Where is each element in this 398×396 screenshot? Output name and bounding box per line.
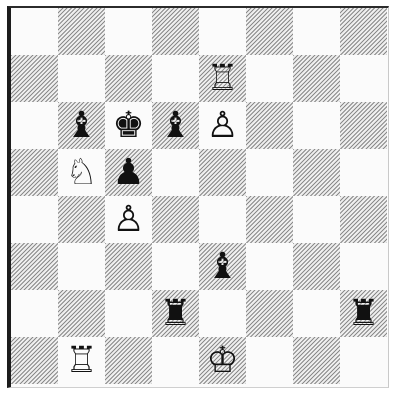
board-square[interactable] (152, 337, 199, 384)
board-square[interactable] (293, 149, 340, 196)
board-square[interactable] (246, 55, 293, 102)
board-square[interactable] (340, 102, 387, 149)
chess-board: ♖♝♚♝♙♘♟♙♝♜♜♖♔ (7, 6, 389, 388)
white-knight-icon[interactable]: ♘ (58, 149, 105, 196)
board-square[interactable] (199, 149, 246, 196)
board-square[interactable] (105, 55, 152, 102)
board-square[interactable]: ♙ (105, 196, 152, 243)
board-square[interactable]: ♟ (105, 149, 152, 196)
board-square[interactable] (105, 8, 152, 55)
board-square[interactable] (293, 102, 340, 149)
board-square[interactable] (11, 290, 58, 337)
board-square[interactable] (293, 55, 340, 102)
board-square[interactable] (11, 55, 58, 102)
board-square[interactable] (11, 149, 58, 196)
board-square[interactable] (293, 243, 340, 290)
board-square[interactable]: ♙ (199, 102, 246, 149)
board-square[interactable] (152, 196, 199, 243)
white-rook-icon[interactable]: ♖ (58, 337, 105, 384)
board-square[interactable] (58, 55, 105, 102)
board-square[interactable] (105, 243, 152, 290)
board-square[interactable] (152, 243, 199, 290)
black-bishop-icon[interactable]: ♝ (199, 243, 246, 290)
board-square[interactable] (11, 196, 58, 243)
board-square[interactable] (246, 196, 293, 243)
board-square[interactable] (246, 8, 293, 55)
board-square[interactable] (105, 290, 152, 337)
board-square[interactable] (11, 337, 58, 384)
board-square[interactable] (199, 8, 246, 55)
board-square[interactable]: ♖ (58, 337, 105, 384)
board-square[interactable] (340, 337, 387, 384)
board-square[interactable] (58, 243, 105, 290)
black-rook-icon[interactable]: ♜ (340, 290, 387, 337)
board-square[interactable] (246, 149, 293, 196)
board-square[interactable] (58, 8, 105, 55)
board-square[interactable]: ♜ (152, 290, 199, 337)
board-square[interactable] (152, 8, 199, 55)
board-square[interactable] (340, 243, 387, 290)
board-square[interactable] (105, 337, 152, 384)
board-square[interactable] (293, 196, 340, 243)
board-square[interactable] (340, 149, 387, 196)
board-square[interactable]: ♚ (105, 102, 152, 149)
board-square[interactable] (246, 102, 293, 149)
board-square[interactable]: ♝ (199, 243, 246, 290)
board-square[interactable] (199, 290, 246, 337)
black-bishop-icon[interactable]: ♝ (152, 102, 199, 149)
board-square[interactable] (293, 337, 340, 384)
board-square[interactable] (293, 290, 340, 337)
board-square[interactable]: ♜ (340, 290, 387, 337)
board-square[interactable] (293, 8, 340, 55)
board-square[interactable] (246, 337, 293, 384)
board-square[interactable] (199, 196, 246, 243)
board-square[interactable]: ♔ (199, 337, 246, 384)
board-square[interactable] (58, 196, 105, 243)
board-square[interactable] (58, 290, 105, 337)
board-square[interactable]: ♘ (58, 149, 105, 196)
black-rook-icon[interactable]: ♜ (152, 290, 199, 337)
board-square[interactable] (152, 149, 199, 196)
board-square[interactable] (340, 8, 387, 55)
board-square[interactable]: ♝ (152, 102, 199, 149)
board-square[interactable] (246, 290, 293, 337)
board-square[interactable] (152, 55, 199, 102)
board-square[interactable] (11, 243, 58, 290)
white-rook-icon[interactable]: ♖ (199, 55, 246, 102)
black-king-icon[interactable]: ♚ (105, 102, 152, 149)
board-square[interactable] (246, 243, 293, 290)
board-square[interactable]: ♝ (58, 102, 105, 149)
board-square[interactable] (11, 102, 58, 149)
board-square[interactable] (340, 55, 387, 102)
black-pawn-icon[interactable]: ♟ (105, 149, 152, 196)
white-pawn-icon[interactable]: ♙ (105, 196, 152, 243)
black-bishop-icon[interactable]: ♝ (58, 102, 105, 149)
board-square[interactable] (340, 196, 387, 243)
white-king-icon[interactable]: ♔ (199, 337, 246, 384)
board-square[interactable]: ♖ (199, 55, 246, 102)
board-square[interactable] (11, 8, 58, 55)
white-pawn-icon[interactable]: ♙ (199, 102, 246, 149)
